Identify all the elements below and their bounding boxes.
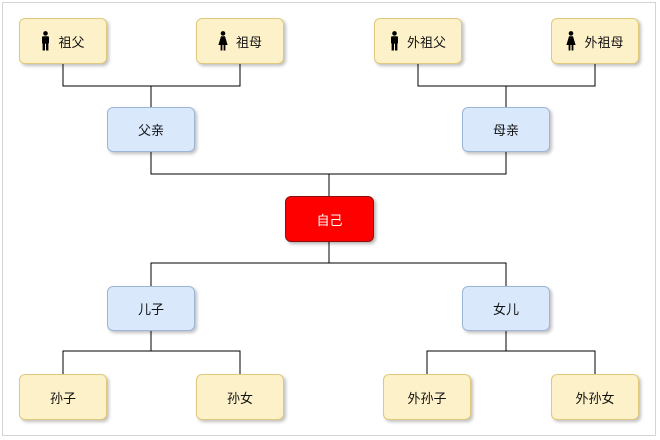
node-maternal-grandfather[interactable]: 外祖父 <box>374 18 462 64</box>
connector-son-children <box>62 350 241 374</box>
node-label: 自己 <box>316 213 343 229</box>
female-person-icon <box>218 31 228 51</box>
node-label: 女儿 <box>492 303 519 318</box>
node-label: 父亲 <box>137 124 164 139</box>
connector-grandparents-mother <box>417 64 596 87</box>
connector-grandparents-father <box>62 64 241 87</box>
node-son[interactable]: 儿子 <box>107 286 195 331</box>
node-paternal-grandmother[interactable]: 祖母 <box>196 18 284 64</box>
node-daughters-son[interactable]: 外孙子 <box>383 374 471 420</box>
node-daughter[interactable]: 女儿 <box>462 286 550 331</box>
diagram-frame <box>2 2 656 436</box>
male-person-icon <box>41 31 50 51</box>
node-maternal-grandmother[interactable]: 外祖母 <box>551 18 639 64</box>
node-mother[interactable]: 母亲 <box>462 107 550 152</box>
node-grandson[interactable]: 孙子 <box>19 374 107 420</box>
node-daughters-daughter[interactable]: 外孙女 <box>551 374 639 420</box>
node-label: 外祖父 <box>406 35 446 51</box>
node-father[interactable]: 父亲 <box>107 107 195 152</box>
node-granddaughter[interactable]: 孙女 <box>196 374 284 420</box>
male-person-icon <box>390 31 399 51</box>
node-label: 外孙女 <box>575 391 615 407</box>
female-person-icon <box>566 31 577 51</box>
node-label: 祖父 <box>58 35 85 51</box>
node-label: 祖母 <box>235 35 262 51</box>
node-label: 外祖母 <box>584 35 624 51</box>
node-self[interactable]: 自己 <box>285 196 374 242</box>
connector-parents-self <box>150 152 507 175</box>
node-label: 孙子 <box>49 391 76 407</box>
node-label: 外孙子 <box>407 391 447 407</box>
connector-daughter-children <box>426 350 596 374</box>
node-paternal-grandfather[interactable]: 祖父 <box>19 18 107 64</box>
connector-children <box>150 262 507 286</box>
node-label: 孙女 <box>226 391 253 407</box>
node-label: 母亲 <box>492 124 519 139</box>
node-label: 儿子 <box>137 303 164 318</box>
